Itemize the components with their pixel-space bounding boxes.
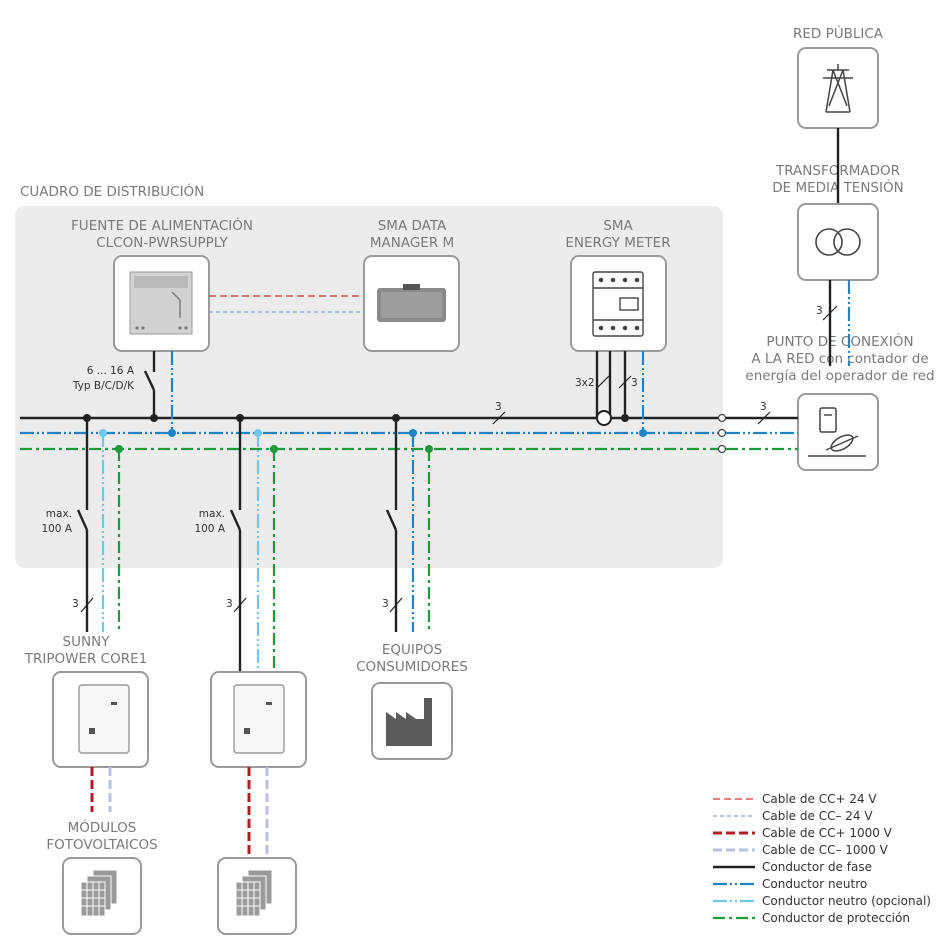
branch2-phase-junction <box>236 414 244 422</box>
meter-neutral-junction <box>639 429 647 437</box>
inverter-icon <box>78 684 130 754</box>
legend-item-7: Conductor de protección <box>762 911 910 925</box>
busbar-three-label: 3 <box>495 401 502 413</box>
modulos-label-2: FOTOVOLTAICOS <box>46 837 157 853</box>
branch2-neutral-junction <box>254 429 262 437</box>
pv-module-1-box <box>62 857 142 935</box>
red-publica-label: RED PÚBLICA <box>793 24 884 42</box>
transformer-icon <box>815 228 861 256</box>
current-transformer-ring <box>596 410 612 426</box>
branch2-slash <box>233 597 247 613</box>
branch3-phase-junction <box>392 414 400 422</box>
branch3-pe-junction <box>425 445 433 453</box>
meter-3-slash <box>618 375 632 389</box>
branch1-phase-junction <box>83 414 91 422</box>
transformer-slash <box>822 305 838 321</box>
power-supply-icon <box>129 271 193 335</box>
branch2-max-label: max. <box>199 508 225 520</box>
grid-meter-box <box>797 393 879 471</box>
legend-item-6: Conductor neutro (opcional) <box>762 894 931 908</box>
branch1-neutral-junction <box>99 429 107 437</box>
energy-meter-icon <box>592 271 644 337</box>
legend-item-5: Conductor neutro <box>762 877 867 891</box>
grid-point-label-3: energía del operador de red <box>745 368 934 384</box>
psu-breaker-label-1: 6 ... 16 A <box>87 365 135 377</box>
public-grid-box <box>797 47 879 129</box>
equipos-label-1: EQUIPOS <box>382 642 442 658</box>
legend: Cable de CC+ 24 V Cable de CC– 24 V Cabl… <box>713 792 931 925</box>
psu-neutral-junction <box>168 429 176 437</box>
inverter-1-box <box>52 671 149 768</box>
meter-three-label: 3 <box>631 377 638 389</box>
legend-item-1: Cable de CC– 24 V <box>762 809 873 823</box>
consumers-box <box>371 682 453 760</box>
grid-point-label-1: PUNTO DE CONEXIÓN <box>766 332 913 350</box>
psu-label-2: CLCON-PWRSUPPLY <box>96 235 228 251</box>
grid-three-label: 3 <box>760 401 767 413</box>
branch3-slash <box>389 597 403 613</box>
legend-item-3: Cable de CC– 1000 V <box>762 843 889 857</box>
transformer-box <box>797 203 879 281</box>
pv-module-2-box <box>217 857 297 935</box>
data-manager-icon <box>377 284 446 322</box>
pv-module-icon <box>80 869 118 917</box>
branch1-three-label: 3 <box>72 598 79 610</box>
branch2-breaker-switch <box>229 509 242 531</box>
equipos-label-2: CONSUMIDORES <box>356 659 468 675</box>
energymeter-label-2: ENERGY METER <box>565 235 670 251</box>
phase-terminal <box>717 413 727 423</box>
sunny-label-2: TRIPOWER CORE1 <box>24 651 147 667</box>
power-supply-box <box>113 255 210 352</box>
modulos-label-1: MÓDULOS <box>68 818 137 836</box>
transmission-tower-icon <box>823 64 853 113</box>
data-manager-box <box>363 255 460 352</box>
branch2-three-label: 3 <box>226 598 233 610</box>
branch1-max-label: max. <box>46 508 72 520</box>
datamanager-label-1: SMA DATA <box>378 218 447 234</box>
grid-slash <box>757 411 771 425</box>
meter-3x2-slash <box>596 375 610 389</box>
branch3-breaker-switch <box>385 509 398 531</box>
busbar-slash <box>492 411 506 425</box>
branch1-breaker-switch <box>76 509 89 531</box>
transformer-three-label: 3 <box>816 305 823 317</box>
branch2-amps-label: 100 A <box>194 523 225 535</box>
branch1-pe-junction <box>115 445 123 453</box>
legend-item-2: Cable de CC+ 1000 V <box>762 826 893 840</box>
pv-module-icon <box>235 869 273 917</box>
neutral-terminal <box>717 428 727 438</box>
branch1-amps-label: 100 A <box>41 523 72 535</box>
datamanager-label-2: MANAGER M <box>370 235 454 251</box>
grid-meter-icon <box>808 407 866 457</box>
meter-phase-junction <box>621 414 629 422</box>
psu-breaker-label-2: Typ B/C/D/K <box>72 380 135 392</box>
legend-item-4: Conductor de fase <box>762 860 872 874</box>
protective-terminal <box>717 444 727 454</box>
psu-phase-junction <box>150 414 158 422</box>
cabinet-label: CUADRO DE DISTRIBUCIÓN <box>20 182 204 200</box>
grid-point-label-2: A LA RED con contador de <box>751 351 928 367</box>
psu-label-1: FUENTE DE ALIMENTACIÓN <box>71 216 253 234</box>
inverter-2-box <box>210 671 307 768</box>
sunny-label-1: SUNNY <box>63 634 111 650</box>
factory-icon <box>386 698 432 746</box>
branch1-slash <box>80 597 94 613</box>
energy-meter-box <box>570 255 667 352</box>
psu-breaker-switch <box>143 370 156 391</box>
branch3-three-label: 3 <box>382 598 389 610</box>
energymeter-label-1: SMA <box>603 218 633 234</box>
meter-3x2-label: 3x2 <box>575 377 595 389</box>
branch3-neutral-junction <box>409 429 417 437</box>
branch2-pe-junction <box>270 445 278 453</box>
legend-item-0: Cable de CC+ 24 V <box>762 792 877 806</box>
inverter-icon <box>233 684 285 754</box>
